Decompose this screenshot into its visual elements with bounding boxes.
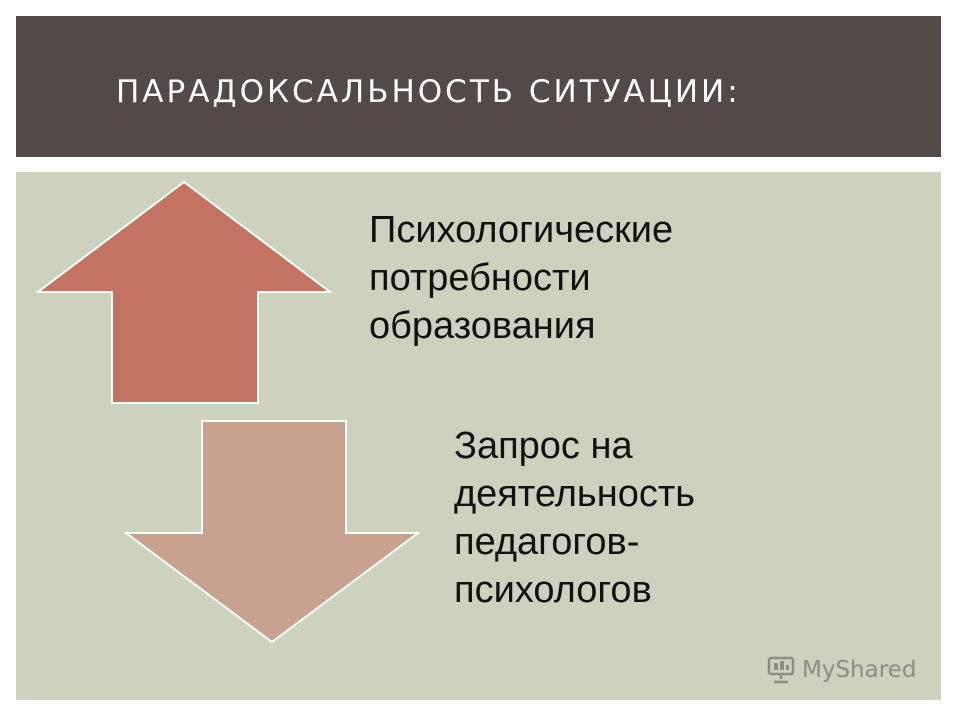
up-arrow <box>35 180 333 404</box>
text-line: потребности <box>369 257 591 299</box>
slide-title: ПАРАДОКСАЛЬНОСТЬ СИТУАЦИИ: <box>116 74 741 110</box>
request-text: Запрос на деятельность педагогов- психол… <box>454 422 695 614</box>
myshared-logo-icon <box>767 656 795 684</box>
text-line: психологов <box>454 569 652 611</box>
text-line: деятельность <box>454 473 696 515</box>
text-line: Запрос на <box>454 425 633 467</box>
text-line: педагогов- <box>454 521 640 563</box>
myshared-watermark: MyShared <box>766 656 916 684</box>
title-bar <box>16 16 941 157</box>
watermark-text: MyShared <box>802 657 917 683</box>
text-line: Психологические <box>369 209 674 251</box>
content-area: Психологические потребности образования … <box>16 172 941 700</box>
psychological-needs-text: Психологические потребности образования <box>369 206 673 350</box>
text-line: образования <box>369 305 596 347</box>
down-arrow <box>122 420 422 644</box>
arrows-diagram <box>35 180 422 644</box>
